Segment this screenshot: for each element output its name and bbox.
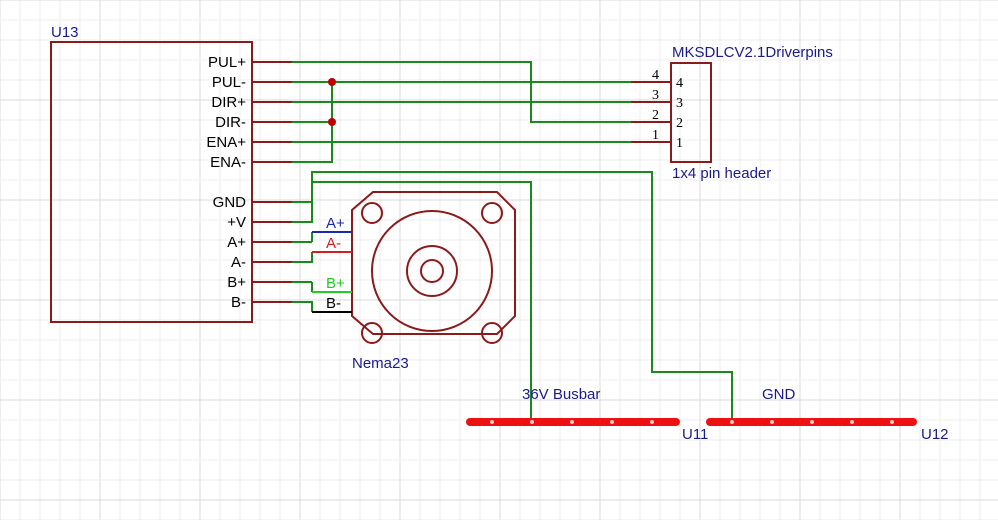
pin-header[interactable]: MKSDLCV2.1Driverpins 1x4 pin header 4 4 3 3… xyxy=(631,44,833,182)
header-pin-number-inner: 2 xyxy=(676,116,683,131)
wire xyxy=(292,181,532,422)
u13-pin-list: PUL+ PUL- DIR+ DIR- ENA+ ENA- GND +V A+ A- B+ B- xyxy=(206,54,292,311)
busbar-gnd-terminals xyxy=(730,420,894,424)
busbar-36v-designator: U11 xyxy=(682,426,708,443)
header-pin-list: 4 4 3 3 2 2 1 1 xyxy=(631,68,683,151)
u13-pin-label: DIR- xyxy=(215,114,246,131)
busbar-terminal xyxy=(810,420,814,424)
busbar-36v-terminals xyxy=(490,420,654,424)
u13-pin-label: DIR+ xyxy=(211,94,246,111)
nema23-motor[interactable]: Nema23 A+ A- B+ B- xyxy=(311,191,516,372)
u13-driver[interactable]: U13 PUL+ PUL- DIR+ DIR- ENA+ ENA- GND +V A+ A- B+ B… xyxy=(50,24,292,323)
motor-stator xyxy=(371,210,493,332)
wire xyxy=(292,252,313,263)
motor-lead-label: A+ xyxy=(326,215,345,232)
mount-hole-bl xyxy=(361,322,383,344)
busbar-36v[interactable]: 36V Busbar U11 xyxy=(466,386,708,443)
busbar-gnd-designator: U12 xyxy=(921,426,949,443)
header-body xyxy=(670,62,712,163)
busbar-terminal xyxy=(730,420,734,424)
header-pin-number-outer: 4 xyxy=(652,68,659,83)
u13-pin-label: PUL+ xyxy=(208,54,246,71)
busbar-36v-label: 36V Busbar xyxy=(522,386,600,403)
u13-pin-label: B+ xyxy=(227,274,246,291)
wire xyxy=(292,82,333,163)
header-pin-number-inner: 3 xyxy=(676,96,683,111)
busbar-terminal xyxy=(610,420,614,424)
header-title: MKSDLCV2.1Driverpins xyxy=(672,44,833,61)
busbar-terminal xyxy=(490,420,494,424)
u13-pin-label: A+ xyxy=(227,234,246,251)
u13-designator: U13 xyxy=(51,24,79,41)
busbar-terminal xyxy=(850,420,854,424)
header-pin-number-outer: 3 xyxy=(652,88,659,103)
busbar-terminal xyxy=(650,420,654,424)
header-pin-number-inner: 4 xyxy=(676,76,683,91)
mount-hole-tl xyxy=(361,202,383,224)
busbar-terminal xyxy=(770,420,774,424)
wire-net xyxy=(292,61,733,422)
u13-pin-label: ENA+ xyxy=(206,134,246,151)
u13-pin-label: B- xyxy=(231,294,246,311)
mount-hole-br xyxy=(481,322,503,344)
motor-shaft xyxy=(420,259,444,283)
motor-wire-list: A+ A- B+ B- xyxy=(311,215,352,313)
wire xyxy=(292,171,733,422)
header-pin-number-outer: 1 xyxy=(652,128,659,143)
busbar-gnd-label: GND xyxy=(762,386,796,403)
junction-dot xyxy=(328,78,336,86)
motor-lead-label: B+ xyxy=(326,275,345,292)
busbar-terminal xyxy=(530,420,534,424)
motor-name: Nema23 xyxy=(352,355,409,372)
header-pin-number-outer: 2 xyxy=(652,108,659,123)
u13-pin-label: ENA- xyxy=(210,154,246,171)
motor-lead-label: A- xyxy=(326,235,341,252)
busbar-gnd[interactable]: GND U12 xyxy=(706,386,949,443)
u13-pin-label: PUL- xyxy=(212,74,246,91)
wire xyxy=(292,61,631,123)
wire xyxy=(292,301,313,312)
header-pin-number-inner: 1 xyxy=(676,136,683,151)
u13-body xyxy=(50,41,253,323)
u13-pin-label: +V xyxy=(227,214,246,231)
junction-dot xyxy=(328,118,336,126)
mount-hole-tr xyxy=(481,202,503,224)
header-subtitle: 1x4 pin header xyxy=(672,165,771,182)
u13-pin-label: GND xyxy=(213,194,247,211)
motor-hub xyxy=(406,245,458,297)
busbar-terminal xyxy=(570,420,574,424)
motor-lead-label: B- xyxy=(326,295,341,312)
u13-pin-label: A- xyxy=(231,254,246,271)
busbar-terminal xyxy=(890,420,894,424)
junction-list xyxy=(328,78,336,126)
motor-body xyxy=(351,191,516,335)
